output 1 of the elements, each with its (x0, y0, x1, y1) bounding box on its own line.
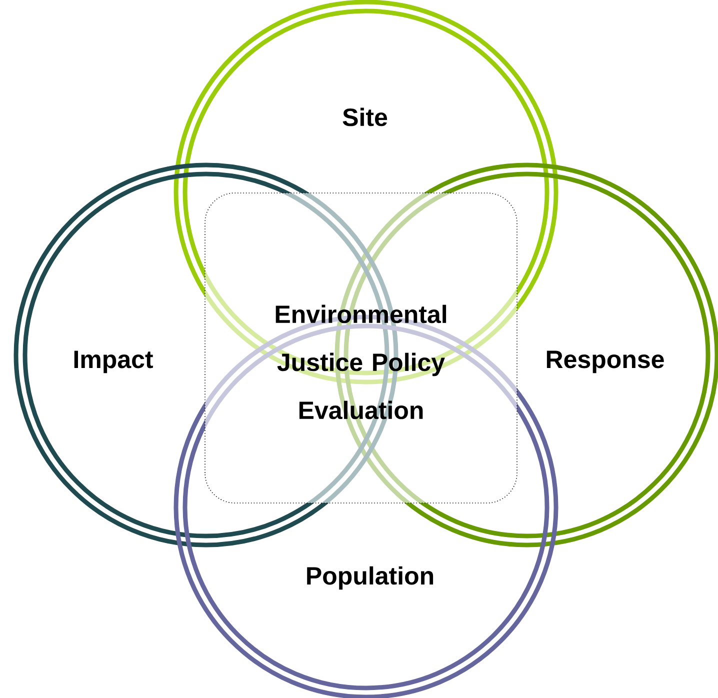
focus-box: Environmental Justice Policy Evaluation (204, 192, 518, 504)
